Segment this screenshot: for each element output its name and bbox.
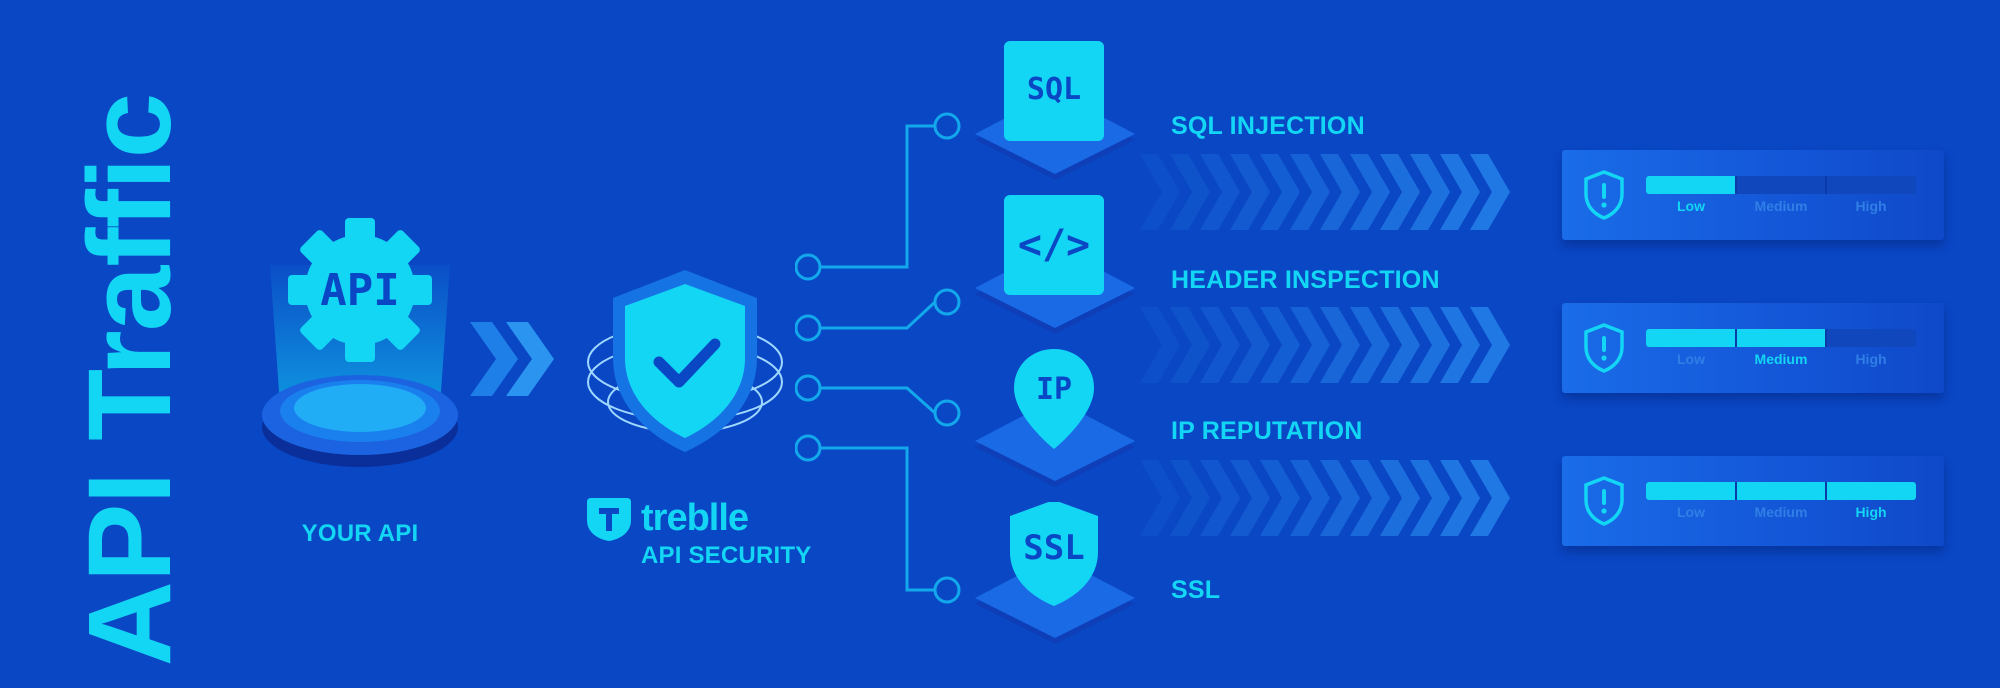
check-label-ip-reputation: IP REPUTATION: [1171, 417, 1363, 445]
risk-level-label-high: High: [1855, 198, 1887, 214]
chevron-mark: [1410, 154, 1450, 230]
your-api-illustration: [262, 218, 458, 467]
risk-panel-3: Low Medium High: [1562, 456, 1944, 546]
chevron-mark: [1320, 307, 1360, 383]
warning-shield-icon: [1584, 170, 1624, 220]
code-icon-text: </>: [1017, 222, 1091, 268]
chevron-mark: [1380, 307, 1420, 383]
connector-lines: [795, 112, 961, 604]
ssl-shield-tile-icon: [975, 502, 1135, 644]
risk-level-label-low: Low: [1677, 351, 1705, 367]
chevron-mark: [1260, 154, 1300, 230]
chevron-mark: [1230, 460, 1270, 536]
chevron-mark: [1200, 307, 1240, 383]
chevron-mark: [1470, 460, 1510, 536]
security-shield-illustration: [587, 270, 783, 452]
chevron-mark: [1440, 307, 1480, 383]
chevron-mark: [1290, 154, 1330, 230]
flow-arrows: [470, 322, 554, 396]
chevron-mark: [1410, 307, 1450, 383]
chevron-mark: [1350, 307, 1390, 383]
ssl-icon-text: SSL: [1023, 528, 1085, 568]
risk-level-bar: [1646, 482, 1916, 500]
risk-level-label-medium: Medium: [1754, 504, 1808, 520]
risk-level-label-low: Low: [1677, 198, 1705, 214]
sql-icon-text: SQL: [1026, 72, 1082, 107]
chevron-mark: [1170, 307, 1210, 383]
brand-name: treblle: [641, 497, 749, 539]
your-api-label: YOUR API: [301, 520, 419, 547]
chevron-mark: [1380, 460, 1420, 536]
check-label-ssl: SSL: [1171, 576, 1221, 604]
chevron-stream-2: [1140, 307, 1510, 383]
chevron-mark: [1470, 307, 1510, 383]
chevron-mark: [1380, 154, 1420, 230]
chevron-mark: [1290, 460, 1330, 536]
check-label-sql-injection: SQL INJECTION: [1171, 112, 1365, 140]
chevron-mark: [1260, 307, 1300, 383]
chevron-mark: [1230, 154, 1270, 230]
brand-subtitle: API SECURITY: [641, 542, 812, 569]
chevron-stream-3: [1140, 460, 1510, 536]
sql-tile-icon: [975, 41, 1135, 180]
risk-level-divider: [1735, 176, 1737, 194]
treblle-logo-icon: [587, 498, 631, 541]
risk-level-divider: [1735, 482, 1737, 500]
risk-level-bar: [1646, 176, 1916, 194]
chevron-mark: [1170, 460, 1210, 536]
risk-level-label-medium: Medium: [1754, 198, 1808, 214]
chevron-mark: [1200, 154, 1240, 230]
chevron-stream-1: [1140, 154, 1510, 230]
chevron-mark: [1260, 460, 1300, 536]
side-title: API Traffic: [64, 93, 196, 667]
risk-level-label-low: Low: [1677, 504, 1705, 520]
chevron-mark: [1290, 307, 1330, 383]
check-label-header-inspection: HEADER INSPECTION: [1171, 266, 1440, 294]
risk-level-fill: [1646, 482, 1916, 500]
warning-shield-icon: [1584, 476, 1624, 526]
risk-panel-2: Low Medium High: [1562, 303, 1944, 393]
chevron-mark: [1320, 460, 1360, 536]
risk-level-divider: [1825, 329, 1827, 347]
risk-panel-1: Low Medium High: [1562, 150, 1944, 240]
risk-level-fill: [1646, 176, 1736, 194]
risk-level-divider: [1825, 176, 1827, 194]
gear-icon-text: API: [320, 265, 400, 316]
ip-pin-tile-icon: [975, 349, 1135, 487]
risk-level-divider: [1825, 482, 1827, 500]
chevron-mark: [1470, 154, 1510, 230]
chevron-mark: [1350, 154, 1390, 230]
chevron-mark: [1440, 460, 1480, 536]
chevron-mark: [1350, 460, 1390, 536]
chevron-mark: [1140, 154, 1180, 230]
warning-shield-icon: [1584, 323, 1624, 373]
risk-level-label-high: High: [1855, 504, 1887, 520]
chevron-mark: [1140, 307, 1180, 383]
code-tile-icon: [975, 195, 1135, 334]
chevron-mark: [1410, 460, 1450, 536]
risk-level-divider: [1735, 329, 1737, 347]
chevron-mark: [1170, 154, 1210, 230]
risk-level-bar: [1646, 329, 1916, 347]
chevron-mark: [1200, 460, 1240, 536]
chevron-mark: [1230, 307, 1270, 383]
chevron-mark: [1320, 154, 1360, 230]
risk-level-label-high: High: [1855, 351, 1887, 367]
risk-level-label-medium: Medium: [1754, 351, 1808, 367]
chevron-mark: [1440, 154, 1480, 230]
ip-icon-text: IP: [1035, 372, 1073, 407]
chevron-mark: [1140, 460, 1180, 536]
